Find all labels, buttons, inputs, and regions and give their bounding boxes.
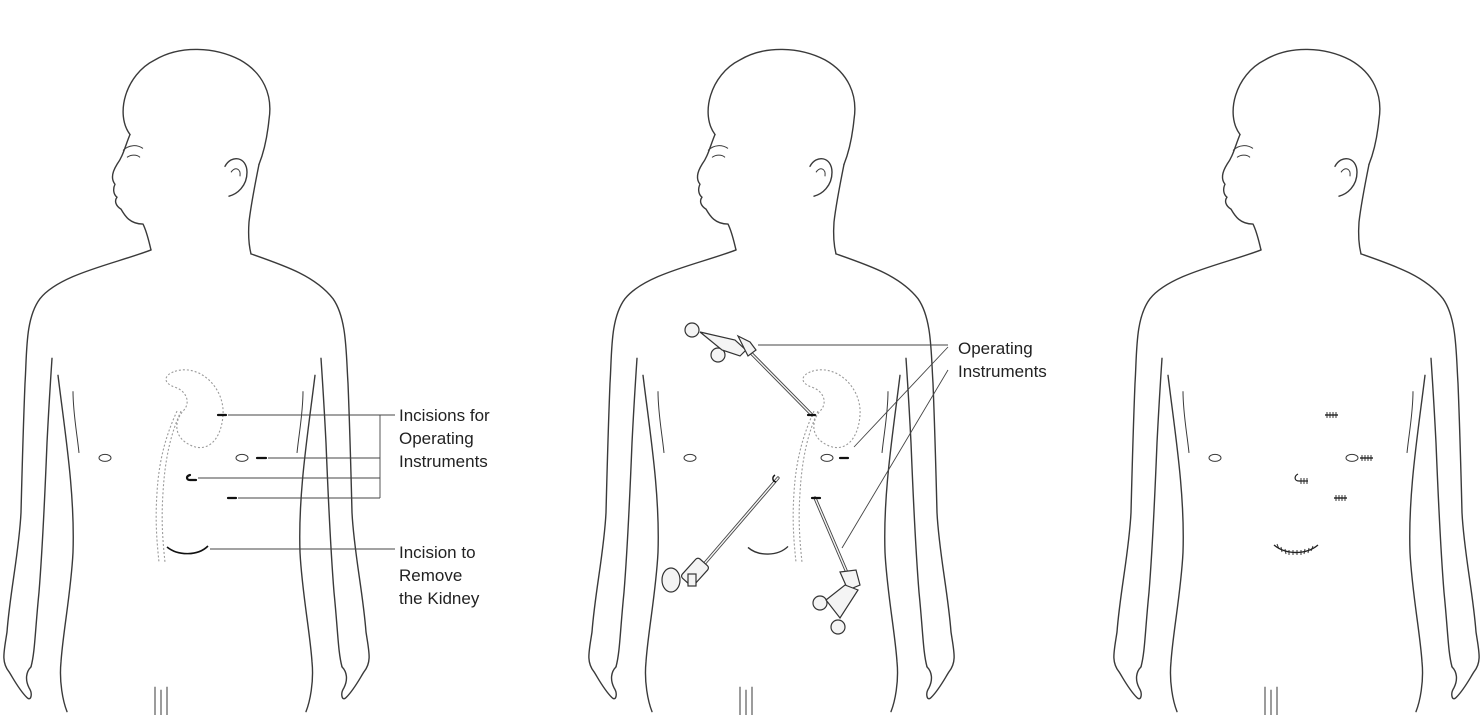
- panel-instruments-inserted: [589, 49, 954, 715]
- grasper-instrument-lower: [812, 498, 860, 634]
- label-line: Operating: [958, 337, 1047, 360]
- label-line: Operating: [399, 427, 490, 450]
- scar-mark: [1334, 495, 1347, 501]
- panel-incision-sites: [4, 49, 369, 715]
- scar-mark: [1325, 412, 1338, 418]
- panel-3-scars: [1274, 412, 1373, 555]
- label-incisions-for-operating-instruments: Incisions for Operating Instruments: [399, 404, 490, 473]
- kidney-removal-scar: [1274, 544, 1318, 555]
- label-operating-instruments: Operating Instruments: [958, 337, 1047, 383]
- label-line: the Kidney: [399, 587, 479, 610]
- label-line: Instruments: [958, 360, 1047, 383]
- laparoscope-instrument: [662, 475, 778, 592]
- panel-1-incisions: [167, 415, 395, 554]
- label-line: Remove: [399, 564, 479, 587]
- label-incision-to-remove-kidney: Incision to Remove the Kidney: [399, 541, 479, 610]
- grasper-instrument-upper: [685, 323, 815, 415]
- scar-mark: [1360, 455, 1373, 461]
- label-line: Incision to: [399, 541, 479, 564]
- kidney-removal-incision: [167, 546, 208, 554]
- umbilicus-incision: [187, 475, 196, 480]
- panel-healed-incisions: [1114, 49, 1479, 715]
- label-line: Instruments: [399, 450, 490, 473]
- panel-2-instruments: [662, 323, 948, 634]
- scar-mark: [1295, 474, 1308, 484]
- label-line: Incisions for: [399, 404, 490, 427]
